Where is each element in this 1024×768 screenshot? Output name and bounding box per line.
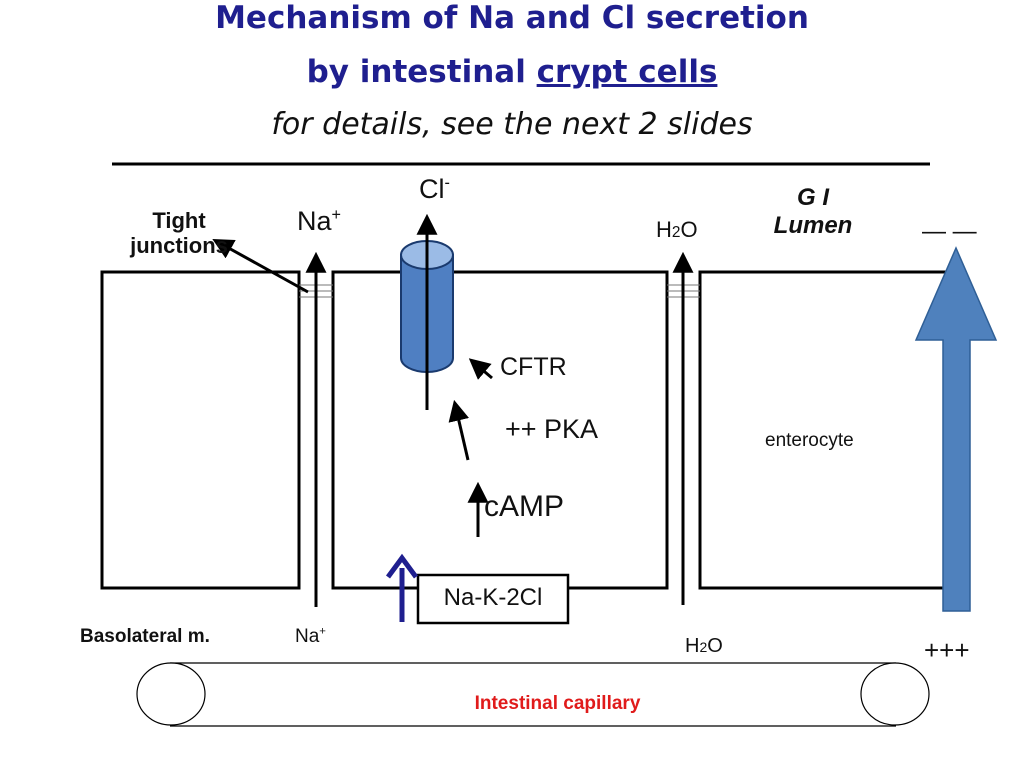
title-line-2: by intestinal crypt cells xyxy=(306,54,718,90)
na-bottom-label: Na+ xyxy=(295,625,326,647)
intestinal-capillary xyxy=(136,662,930,727)
left-cell xyxy=(100,270,301,590)
blood-charge-label: +++ xyxy=(924,635,970,665)
title-line-1: Mechanism of Na and Cl secretion xyxy=(215,0,809,36)
potential-gradient-arrow xyxy=(914,246,998,612)
tight-junctions-label: Tight junctions xyxy=(130,208,228,259)
lumen-charge-label: — — xyxy=(922,218,977,245)
uptake-arrow xyxy=(385,553,419,622)
enterocyte-label: enterocyte xyxy=(765,430,854,451)
cotransporter-label: Na-K-2Cl xyxy=(443,584,543,611)
camp-label: cAMP xyxy=(484,490,565,523)
cftr-label: CFTR xyxy=(500,353,567,381)
pka-label: ++ PKA xyxy=(505,414,599,444)
na-top-label: Na+ xyxy=(297,206,341,236)
cl-label: Cl- xyxy=(419,174,450,204)
subtitle: for details, see the next 2 slides xyxy=(271,107,753,142)
h2o-top-label: H2O xyxy=(656,217,698,242)
crypt-cells-underlined: crypt cells xyxy=(536,54,718,90)
gi-lumen-label: G I Lumen xyxy=(773,184,853,239)
cotransporter-box xyxy=(416,573,570,625)
pka-activation-arrow xyxy=(448,399,470,461)
capillary-label: Intestinal capillary xyxy=(474,693,641,714)
basolateral-label: Basolateral m. xyxy=(80,626,210,647)
tight-junction-pointer-arrow xyxy=(212,238,309,294)
enterocyte-cell xyxy=(698,270,952,590)
cftr-pointer-arrow xyxy=(468,358,493,380)
crypt-cell xyxy=(331,270,669,590)
h2o-bottom-label: H2O xyxy=(685,635,723,657)
